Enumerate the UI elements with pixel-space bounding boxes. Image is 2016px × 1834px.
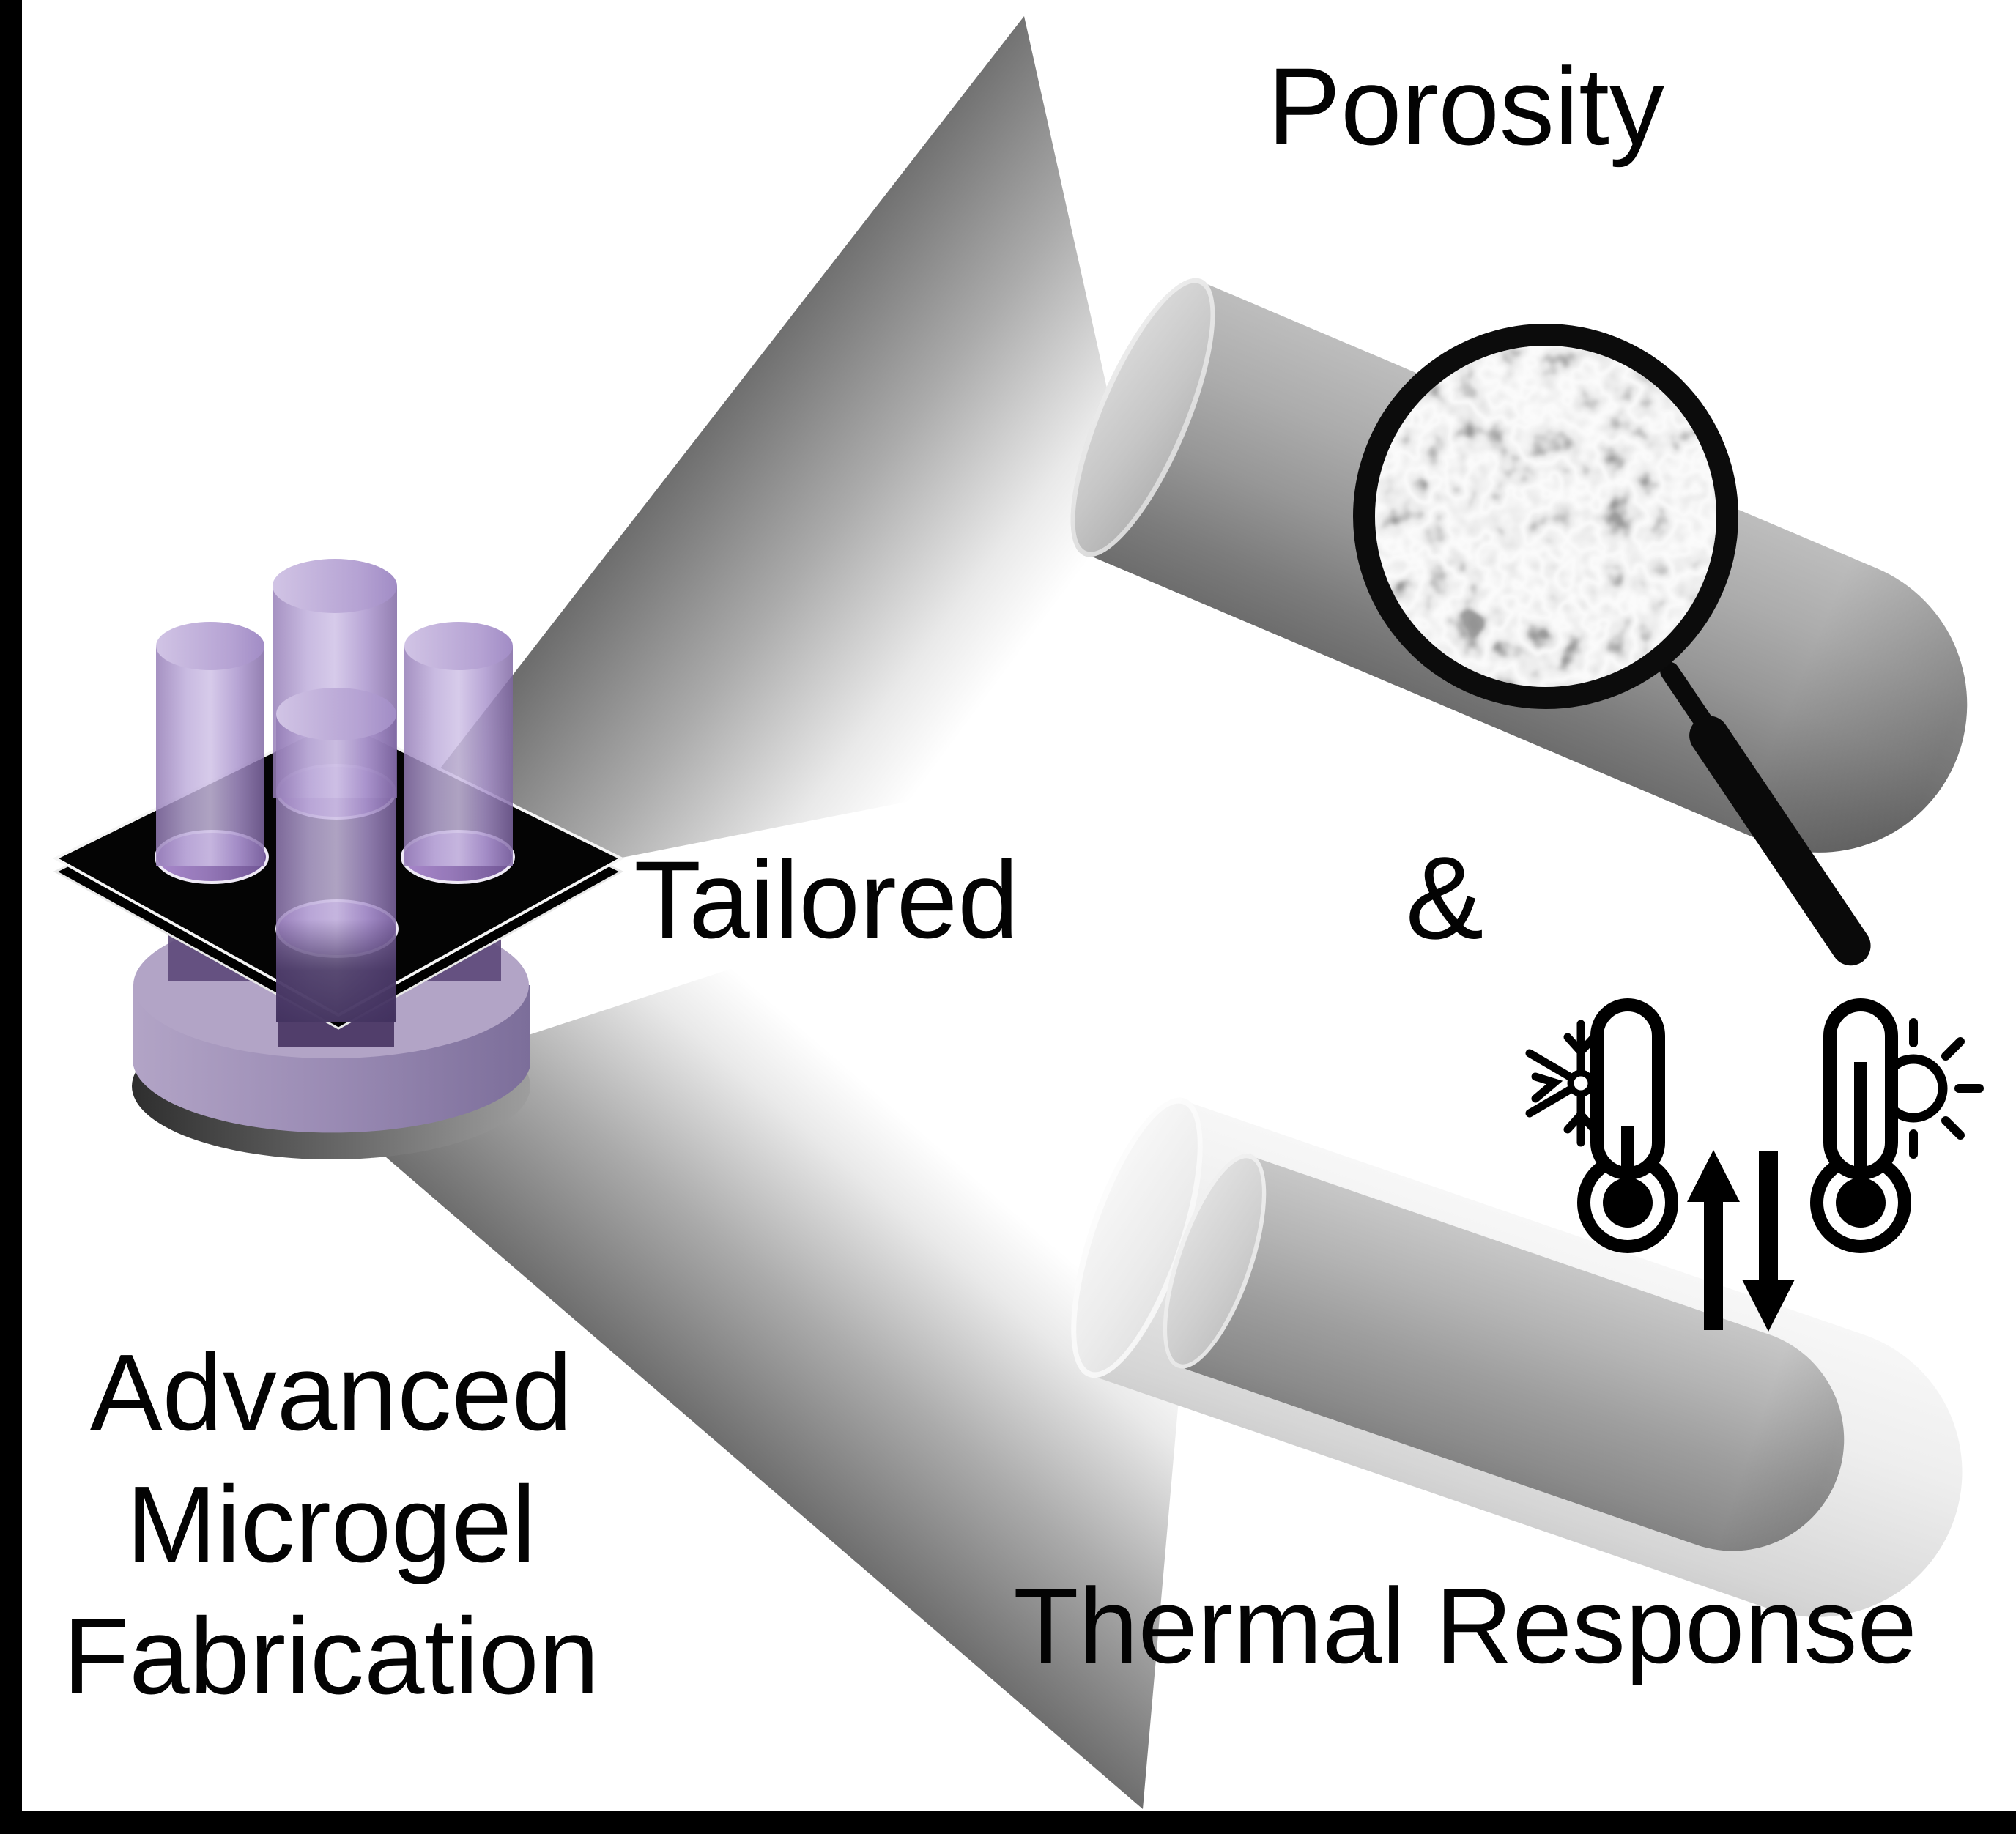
caption-line: Fabrication (62, 1596, 600, 1717)
microgel-cylinder-left (156, 622, 264, 866)
down-arrow-icon (1742, 1151, 1795, 1332)
thermometer-hot-icon (1810, 998, 1911, 1253)
microgel-cylinder-right (404, 622, 513, 866)
porosity-label: Porosity (1267, 45, 1664, 168)
temperature-cycle-icons (1525, 998, 1984, 1332)
beam-lower-wedge (322, 806, 1231, 1809)
up-arrow-icon (1687, 1150, 1740, 1330)
thermometer-cold-icon (1577, 998, 1678, 1253)
caption-line: Microgel (126, 1464, 536, 1585)
fabrication-caption: Advanced Microgel Fabrication (38, 1327, 624, 1723)
magnifier-icon (1353, 324, 1738, 709)
frame-bottom-bar (0, 1811, 2016, 1834)
beam-upper-wedge (326, 16, 1187, 916)
thermal-response-label: Thermal Response (1013, 1566, 1917, 1685)
caption-line: Advanced (89, 1332, 573, 1453)
microgel-mold-device (52, 559, 625, 1159)
tailored-label: Tailored (634, 838, 1019, 961)
frame-left-bar (0, 0, 22, 1834)
porous-microstructure-texture (1375, 346, 1716, 687)
microgel-cylinder-center (276, 688, 396, 1022)
ampersand-label: & (1405, 832, 1484, 963)
